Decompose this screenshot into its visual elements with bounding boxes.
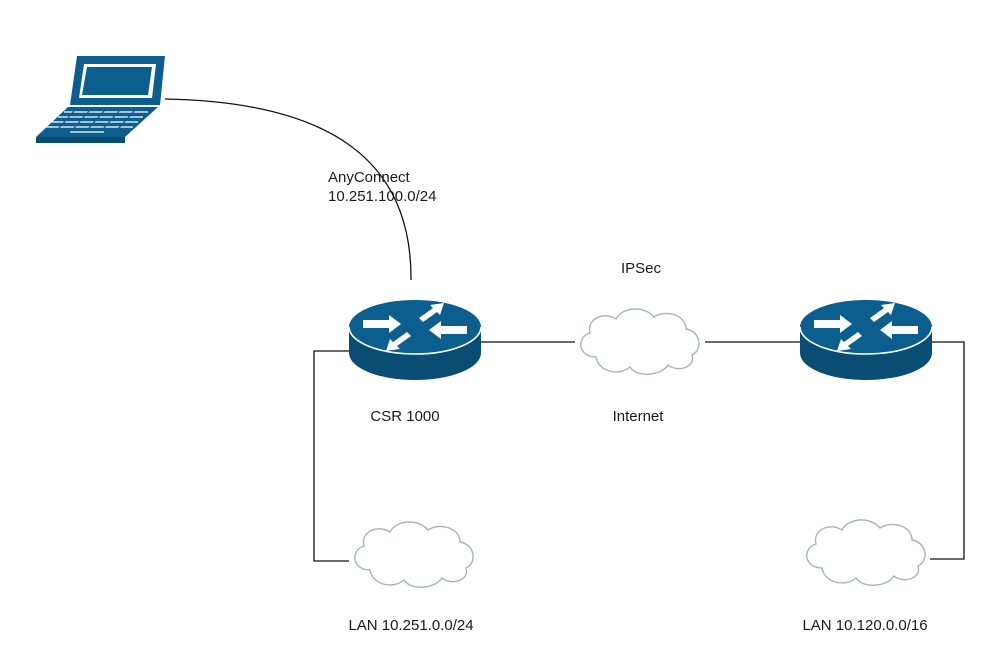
lan-right-label: LAN 10.120.0.0/16 [802, 617, 928, 634]
link-router-to-lan-right [930, 341, 965, 560]
anyconnect-subnet-label: 10.251.100.0/24 [328, 188, 437, 205]
router-left-label: CSR 1000 [370, 408, 440, 425]
lan-right-cloud-icon [806, 519, 926, 586]
ipsec-label: IPSec [620, 260, 662, 277]
lan-left-cloud-icon [354, 521, 474, 588]
internet-label: Internet [612, 408, 664, 425]
lan-left-label: LAN 10.251.0.0/24 [348, 617, 474, 634]
router-left-icon [348, 299, 482, 381]
link-router-to-lan-left [313, 350, 349, 562]
anyconnect-link [164, 98, 412, 281]
laptop-icon [36, 56, 165, 143]
anyconnect-label: AnyConnect [328, 169, 410, 186]
router-right-icon [799, 299, 933, 381]
internet-cloud-icon [580, 308, 700, 375]
